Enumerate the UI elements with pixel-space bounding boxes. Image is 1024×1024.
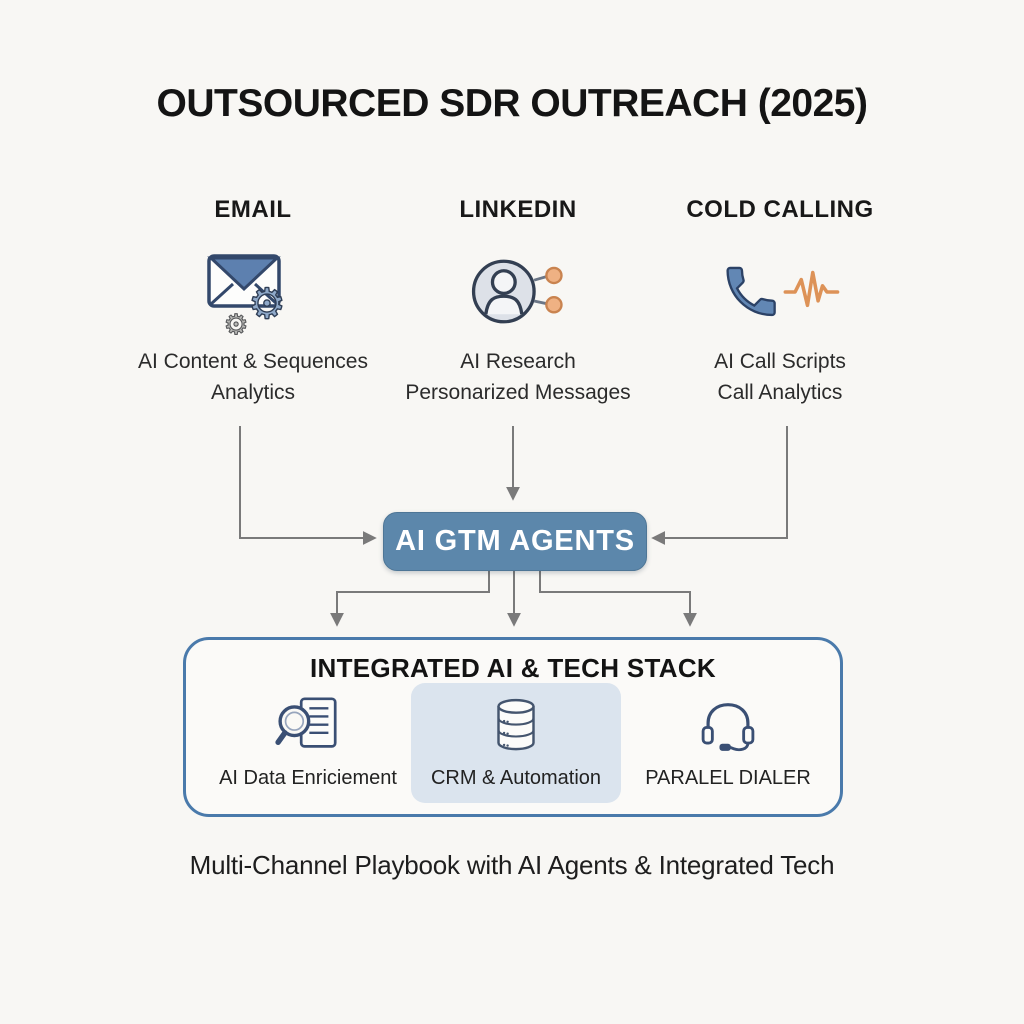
stack-item-parallel-dialer: PARALEL DIALER	[623, 694, 833, 790]
feature-line: Personarized Messages	[405, 381, 631, 404]
channel-email-features: AI Content & Sequences Analytics	[103, 346, 403, 408]
hub-label: AI GTM AGENTS	[395, 525, 635, 557]
feature-line: AI Call Scripts	[714, 350, 846, 373]
bottom-caption: Multi-Channel Playbook with AI Agents & …	[189, 850, 835, 880]
phone-waveform-icon	[630, 242, 930, 342]
feature-line: Call Analytics	[717, 381, 843, 404]
channel-linkedin-heading: LINKEDIN	[459, 196, 577, 223]
stack-item-label: AI Data Enriciement	[219, 767, 397, 789]
profile-network-icon	[368, 242, 668, 342]
feature-line: AI Research	[460, 350, 576, 373]
stack-item-label: PARALEL DIALER	[645, 767, 811, 789]
page-title: OUTSOURCED SDR OUTREACH (2025)	[156, 82, 868, 125]
stack-title: INTEGRATED AI & TECH STACK	[310, 653, 716, 683]
stack-item-data-enrichment: AI Data Enriciement	[203, 694, 413, 790]
database-icon	[488, 694, 544, 758]
stack-item-crm-automation: CRM & Automation	[411, 683, 621, 803]
channel-cold-calling-features: AI Call Scripts Call Analytics	[630, 346, 930, 408]
email-gears-icon: ⚙ ⚙	[103, 242, 403, 342]
channel-cold-calling: COLD CALLING AI Call Scripts Call Analyt…	[630, 196, 930, 408]
headset-icon	[696, 694, 760, 758]
search-document-icon	[274, 694, 342, 758]
svg-text:⚙: ⚙	[223, 308, 248, 340]
channel-email: EMAIL ⚙ ⚙ AI Content & Sequences Analyti…	[103, 196, 403, 408]
feature-line: Analytics	[210, 381, 296, 404]
svg-text:⚙: ⚙	[248, 279, 286, 328]
ai-gtm-agents-node: AI GTM AGENTS	[383, 512, 647, 571]
integrated-tech-stack-box: INTEGRATED AI & TECH STACK AI Data Enric…	[183, 637, 843, 817]
stack-item-label: CRM & Automation	[430, 767, 602, 789]
channel-linkedin: LINKEDIN AI Research Personarized Messag…	[368, 196, 668, 408]
feature-line: AI Content & Sequences	[138, 350, 368, 373]
channel-cold-calling-heading: COLD CALLING	[686, 196, 874, 223]
stack-items-row: AI Data Enriciement CRM & Automation	[186, 683, 840, 818]
channel-email-heading: EMAIL	[214, 196, 292, 223]
channel-linkedin-features: AI Research Personarized Messages	[368, 346, 668, 408]
